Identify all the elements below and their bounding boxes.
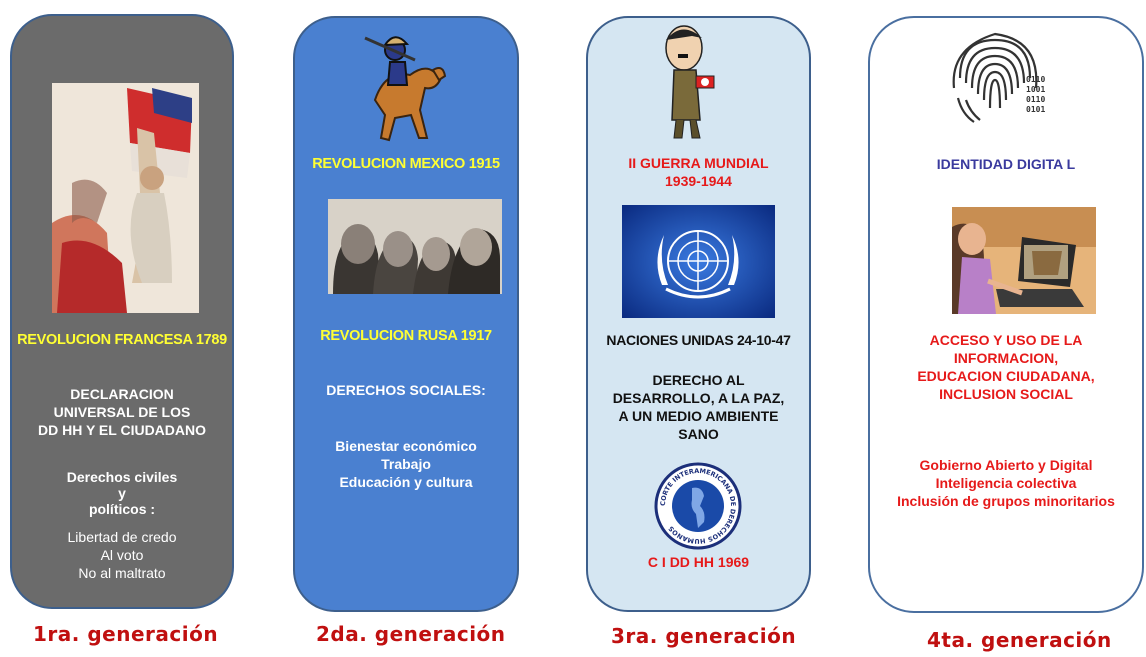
generation-label-2: 2da. generación bbox=[316, 622, 506, 646]
revolutionary-rider-image bbox=[355, 20, 447, 142]
svg-text:0110: 0110 bbox=[1026, 95, 1045, 104]
laptop-user-image bbox=[952, 207, 1096, 314]
digital-identity-heading: IDENTIDAD DIGITA L bbox=[936, 156, 1076, 172]
cidh-seal-image: CORTE INTERAMERICANA DE DERECHOS HUMANOS bbox=[654, 462, 742, 550]
svg-text:0110: 0110 bbox=[1026, 75, 1045, 84]
caricature-image bbox=[652, 20, 732, 140]
russian-leaders-image bbox=[328, 199, 502, 294]
generation-label-4: 4ta. generación bbox=[927, 628, 1112, 652]
fingerprint-icon: 0110 1001 0110 0101 bbox=[940, 28, 1055, 128]
mexican-revolution-heading: REVOLUCION MEXICO 1915 bbox=[312, 156, 500, 172]
card-fourth-generation bbox=[868, 16, 1144, 613]
russian-revolution-heading: REVOLUCION RUSA 1917 bbox=[320, 328, 492, 344]
united-nations-emblem-image bbox=[622, 205, 775, 318]
liberty-leading-people-image bbox=[52, 83, 199, 313]
cidh-label: C I DD HH 1969 bbox=[647, 554, 750, 570]
generation-label-3: 3ra. generación bbox=[611, 624, 797, 648]
generation-label-1: 1ra. generación bbox=[33, 622, 219, 646]
social-rights-heading: DERECHOS SOCIALES: bbox=[326, 382, 486, 398]
french-revolution-heading: REVOLUCION FRANCESA 1789 bbox=[17, 332, 227, 348]
svg-text:1001: 1001 bbox=[1026, 85, 1045, 94]
svg-text:0101: 0101 bbox=[1026, 105, 1045, 114]
united-nations-heading: NACIONES UNIDAS 24-10-47 bbox=[606, 332, 791, 348]
